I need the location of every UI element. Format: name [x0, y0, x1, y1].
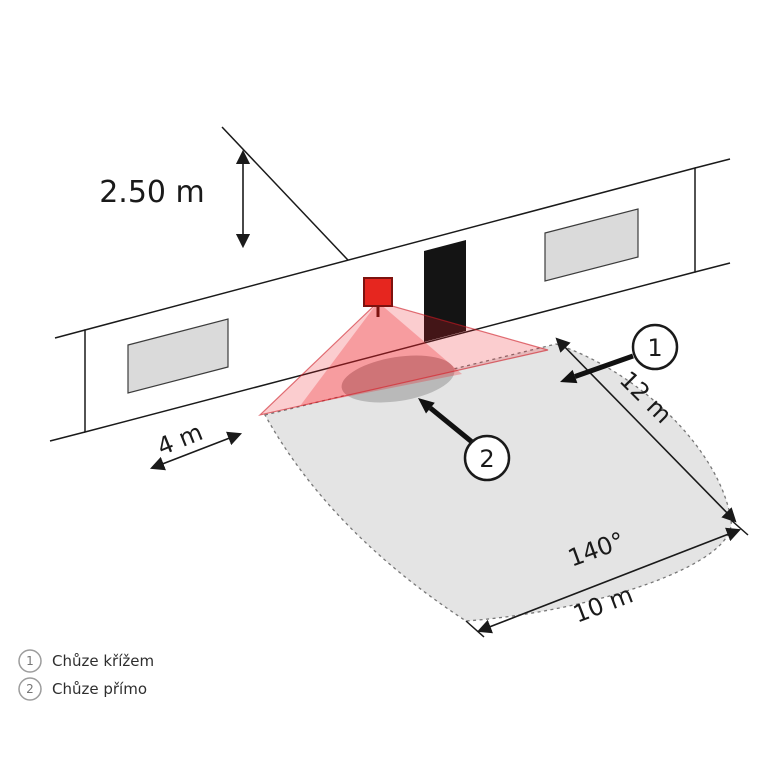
floor-line-extension-left: [49, 431, 86, 442]
floor-line-extension-right: [694, 262, 731, 273]
window-right: [544, 208, 639, 282]
height-dimension-label: 2.50 m: [99, 175, 205, 210]
width-dimension-arrow: [476, 527, 742, 634]
legend-number-2: 2: [26, 682, 34, 696]
legend-badge-2: [18, 677, 42, 701]
legend: 1 Chůze křížem 2 Chůze přímo: [18, 649, 154, 701]
sensor-beam-inner: [300, 302, 462, 406]
callout-2-number: 2: [479, 445, 494, 473]
legend-badge-1: [18, 649, 42, 673]
width-dimension-tick-left: [465, 620, 485, 638]
legend-item-1: 1 Chůze křížem: [18, 649, 154, 673]
callout-2-arrowhead: [418, 398, 435, 414]
legend-label-1: Chůze křížem: [52, 652, 154, 670]
callout-1-arrowhead: [560, 369, 578, 384]
wall-top-extension-left: [54, 329, 86, 339]
side-dimension-arrow: [149, 431, 243, 471]
legend-number-1: 1: [26, 654, 34, 668]
legend-label-2: Chůze přímo: [52, 680, 147, 698]
window-left: [127, 318, 229, 394]
callout-1-arrow: [574, 353, 634, 379]
legend-item-2: 2 Chůze přímo: [18, 677, 147, 701]
callout-2-badge: [463, 434, 511, 482]
callout-1-badge: [631, 323, 679, 371]
wall-top-extension-right: [694, 158, 731, 169]
motion-sensor: [363, 277, 393, 307]
width-dimension-tick-right: [730, 519, 749, 536]
door: [424, 240, 466, 342]
reach-dimension-arrow: [555, 337, 737, 523]
callout-2-arrow: [428, 406, 474, 444]
callout-1-number: 1: [647, 334, 662, 362]
side-dimension-label: 4 m: [153, 418, 206, 461]
sensor-beam-outer: [258, 301, 549, 417]
